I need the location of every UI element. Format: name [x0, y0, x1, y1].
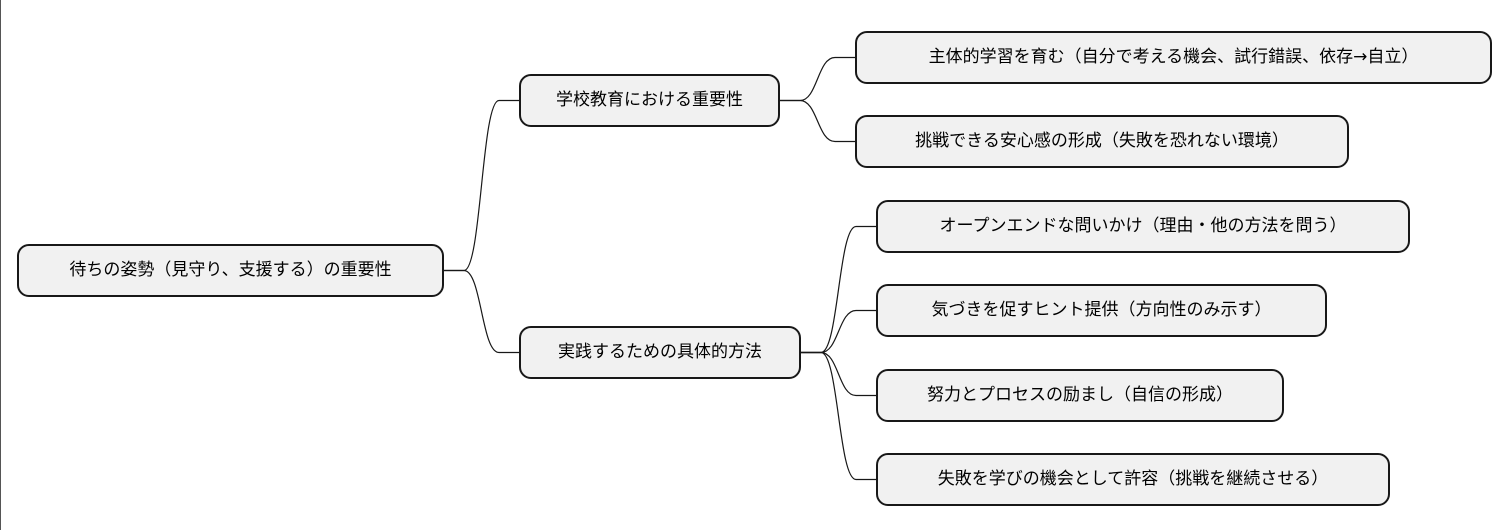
- leaf-node-accept-failure: 失敗を学びの機会として許容（挑戦を継続させる）: [876, 453, 1390, 506]
- connector-root-node-to-branch-node-practice-methods: [444, 269, 519, 354]
- connector-branch-node-practice-methods-to-leaf-node-accept-failure: [801, 351, 876, 481]
- frame-border: [0, 0, 1, 530]
- branch-node-school-education: 学校教育における重要性: [519, 74, 780, 127]
- connector-branch-node-school-education-to-leaf-node-sense-of-safety: [780, 99, 855, 143]
- leaf-node-open-ended-questions: オープンエンドな問いかけ（理由・他の方法を問う）: [876, 200, 1410, 253]
- connector-branch-node-school-education-to-leaf-node-independent-learning: [780, 56, 855, 102]
- connector-branch-node-practice-methods-to-leaf-node-encouragement: [801, 351, 876, 397]
- connector-branch-node-practice-methods-to-leaf-node-open-ended-questions: [801, 225, 876, 354]
- leaf-node-independent-learning: 主体的学習を育む（自分で考える機会、試行錯誤、依存→自立）: [855, 31, 1492, 84]
- connector-root-node-to-branch-node-school-education: [444, 99, 519, 272]
- branch-node-practice-methods: 実践するための具体的方法: [519, 326, 801, 379]
- leaf-node-hint-provision: 気づきを促すヒント提供（方向性のみ示す）: [876, 284, 1327, 337]
- connector-branch-node-practice-methods-to-leaf-node-hint-provision: [801, 309, 876, 354]
- leaf-node-sense-of-safety: 挑戦できる安心感の形成（失敗を恐れない環境）: [855, 115, 1349, 168]
- root-node: 待ちの姿勢（見守り、支援する）の重要性: [17, 244, 444, 297]
- leaf-node-encouragement: 努力とプロセスの励まし（自信の形成）: [876, 369, 1284, 422]
